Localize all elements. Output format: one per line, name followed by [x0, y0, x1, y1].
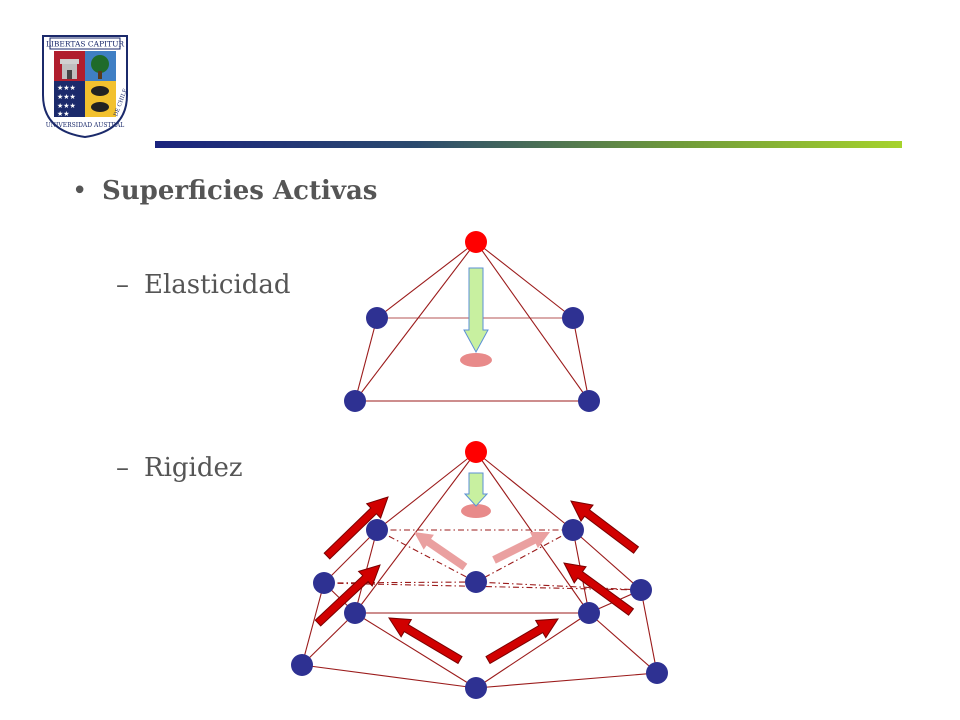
rigid-target-shadow: [461, 504, 491, 518]
elastic-mesh-edge: [354, 241, 477, 402]
svg-text:★★★: ★★★: [57, 93, 76, 101]
rigid-mesh-node: [562, 519, 584, 541]
svg-text:★★★: ★★★: [57, 84, 76, 92]
rigid-mesh-node: [344, 602, 366, 624]
sub-item-marker: –: [116, 453, 129, 483]
rigid-force-arrow: [388, 617, 463, 665]
bullet-heading: Superficies Activas: [102, 176, 378, 206]
elastic-mesh-edge: [572, 317, 590, 402]
rigid-mesh-edge: [323, 529, 378, 584]
rigid-displacement-arrow: [463, 472, 489, 507]
elastic-mesh-node: [366, 307, 388, 329]
crest-banner: LIBERTAS CAPITUR: [46, 40, 124, 49]
rigid-propagation-arrow: [414, 532, 468, 571]
svg-text:★★★: ★★★: [57, 102, 76, 110]
rigid-force-arrow: [314, 564, 381, 627]
rigid-force-arrow: [570, 500, 640, 554]
rigid-moved-node: [465, 441, 487, 463]
rigid-force-arrow: [485, 618, 559, 665]
elastic-target-shadow: [460, 353, 492, 367]
rigid-mesh-edge: [475, 451, 590, 614]
rigid-mesh-edge: [376, 451, 477, 531]
sub-item-label: Rigidez: [144, 453, 243, 483]
rigid-mesh-edge: [301, 612, 356, 666]
rigid-mesh-node: [366, 519, 388, 541]
elastic-mesh-edge: [475, 241, 574, 319]
rigid-mesh-edge: [640, 589, 658, 674]
rigid-force-arrow: [563, 562, 635, 616]
sub-item-marker: –: [116, 270, 129, 300]
rigid-mesh-edge: [572, 529, 642, 591]
rigid-mesh-edge: [323, 582, 356, 614]
rigid-mesh-dashed-edge: [376, 529, 477, 583]
elastic-mesh-node: [578, 390, 600, 412]
rigid-mesh-node: [465, 571, 487, 593]
rigid-mesh-node: [646, 662, 668, 684]
rigid-mesh-node: [630, 579, 652, 601]
rigid-mesh-dashed-edge: [323, 582, 642, 591]
rigid-mesh-node: [291, 654, 313, 676]
crest-ring-left: UNIVERSIDAD AUSTRAL: [46, 122, 125, 129]
rigid-force-arrow: [323, 496, 389, 560]
rigid-mesh-node: [313, 572, 335, 594]
elastic-displacement-arrow: [463, 267, 489, 354]
rigid-mesh-edge: [572, 529, 590, 614]
university-crest-icon: LIBERTAS CAPITUR ★★★ ★★★ ★★★ ★★ UNIVERSI…: [42, 35, 129, 139]
rigid-mesh-edge: [588, 612, 658, 674]
rigid-mesh-edge: [475, 612, 590, 689]
rigid-mesh-dashed-edge: [475, 581, 642, 591]
rigid-mesh-dashed-edge: [323, 581, 477, 584]
header-gradient-bar: [155, 141, 902, 148]
elastic-mesh-node: [344, 390, 366, 412]
rigid-mesh-edge: [301, 664, 477, 689]
elastic-mesh-node: [562, 307, 584, 329]
rigid-mesh-edge: [354, 612, 477, 689]
elastic-mesh-edge: [354, 317, 378, 402]
elastic-moved-node: [465, 231, 487, 253]
rigid-mesh-edge: [301, 582, 325, 666]
bullet-marker: •: [72, 176, 88, 206]
rigid-mesh-edge: [588, 589, 642, 614]
rigid-mesh-dashed-edge: [475, 529, 574, 583]
rigid-mesh-edge: [354, 451, 477, 614]
svg-text:★★: ★★: [57, 110, 70, 118]
sub-item-label: Elasticidad: [144, 270, 291, 300]
rigid-mesh-edge: [475, 451, 574, 531]
rigid-propagation-arrow: [492, 532, 550, 564]
rigid-mesh-edge: [475, 672, 658, 689]
elastic-mesh-edge: [475, 241, 590, 402]
rigid-mesh-node: [578, 602, 600, 624]
rigid-mesh-node: [465, 677, 487, 699]
rigid-mesh-edge: [354, 529, 378, 614]
elastic-mesh-edge: [376, 241, 477, 319]
